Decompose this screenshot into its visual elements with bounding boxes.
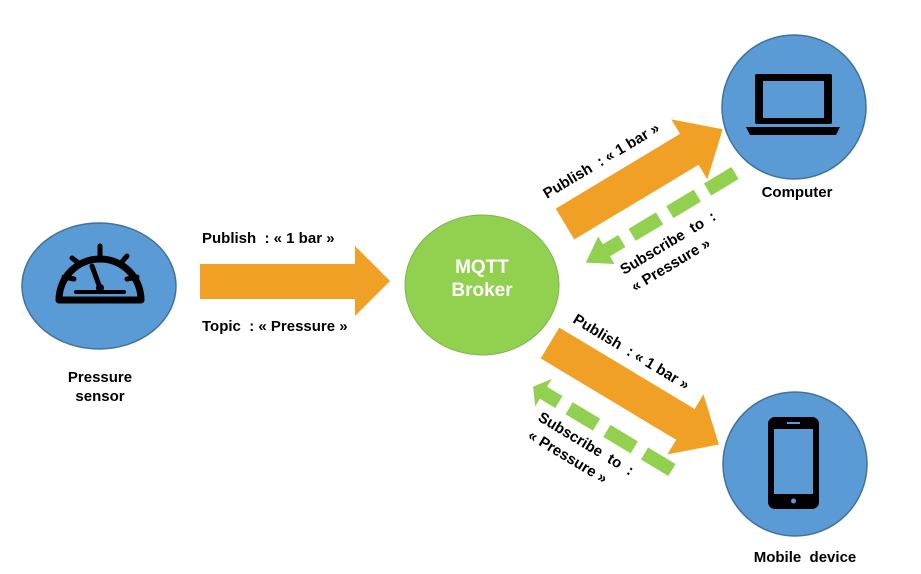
smartphone-icon xyxy=(768,417,819,509)
publish-arrow-sensor-to-broker xyxy=(200,246,390,316)
pressure-sensor-label-line1: Pressure xyxy=(68,369,132,386)
broker-label-line1: MQTT xyxy=(455,257,509,278)
pressure-sensor-label-line2: sensor xyxy=(75,388,124,405)
broker-label-line2: Broker xyxy=(451,280,513,301)
publish-arrow-broker-to-computer xyxy=(555,119,723,240)
gauge-icon xyxy=(55,243,145,304)
sensor-publish-label: Publish : « 1 bar » xyxy=(202,230,335,247)
sensor-topic-label: Topic : « Pressure » xyxy=(202,318,348,335)
subscribe-arrow-computer-to-broker xyxy=(585,166,739,264)
publish-arrow-broker-to-mobile xyxy=(540,327,719,455)
mqtt-broker-node xyxy=(404,214,560,356)
computer-label: Computer xyxy=(762,184,833,201)
laptop-icon xyxy=(746,74,840,135)
subscribe-arrow-mobile-to-broker xyxy=(533,379,676,477)
mobile-device-label: Mobile device xyxy=(754,549,857,566)
